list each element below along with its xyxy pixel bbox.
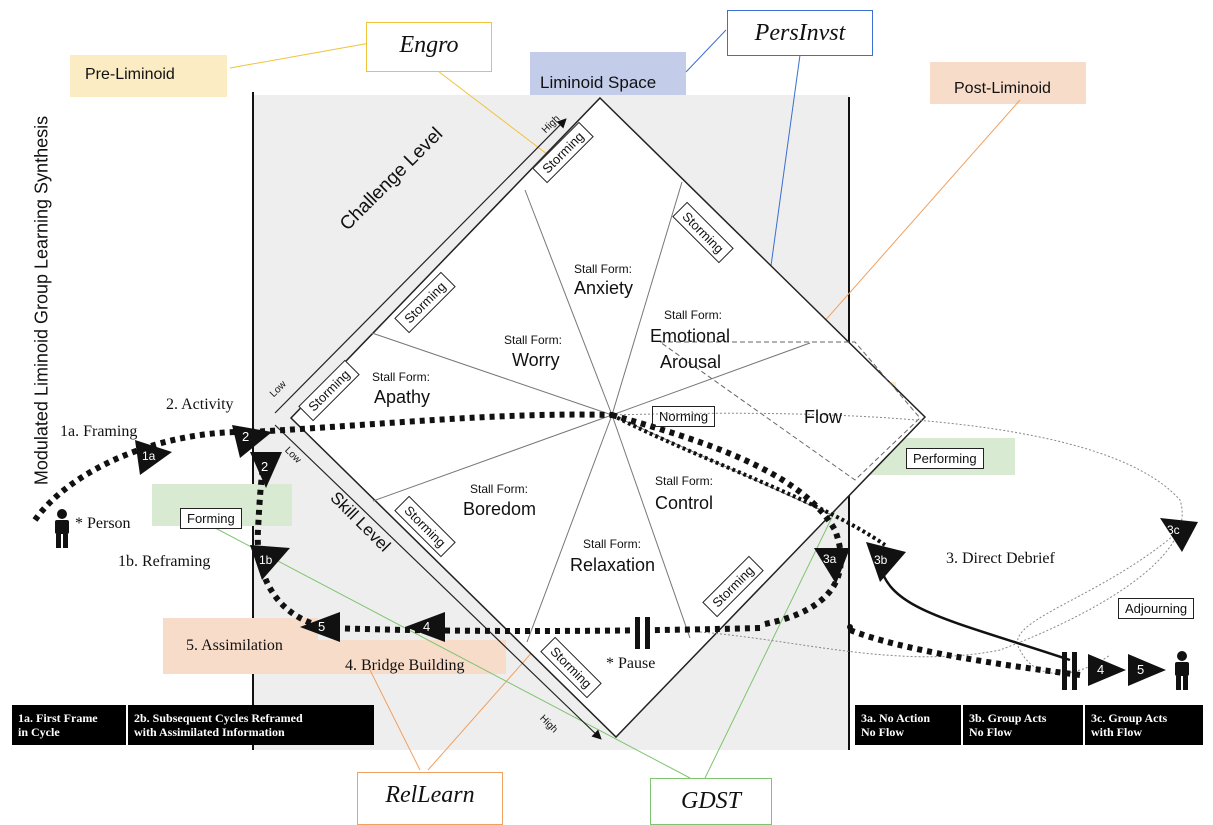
- diamond-spokes: [371, 181, 833, 643]
- rellearn-connector: [369, 669, 421, 771]
- bridge-highlight: [318, 640, 506, 674]
- footer-group-flow-line1: 3c. Group Acts: [1091, 711, 1168, 725]
- marker-3b-text: 3b: [874, 553, 888, 567]
- marker-3c-text: 3c: [1167, 523, 1180, 537]
- debrief-curve-outer: [611, 412, 1183, 658]
- boredom-prefix: Stall Form:: [470, 482, 529, 496]
- skill-axis: [274, 424, 602, 740]
- flow-label: Flow: [804, 407, 843, 427]
- marker-5-right: [1128, 654, 1166, 686]
- framing-label: 1a. Framing: [60, 423, 138, 440]
- marker-2-lower: [250, 452, 282, 488]
- post-liminoid-highlight: [930, 62, 1086, 104]
- marker-1a-text: 1a: [142, 449, 156, 463]
- apathy-label: Apathy: [374, 387, 431, 407]
- gdst-tag: GDST: [650, 778, 772, 825]
- anxiety-label: Anxiety: [574, 278, 634, 298]
- worry-prefix: Stall Form:: [504, 333, 563, 347]
- footer-no-action: 3a. No Action No Flow: [855, 705, 961, 745]
- relaxation-prefix: Stall Form:: [583, 537, 642, 551]
- footer-no-action-line1: 3a. No Action: [861, 711, 930, 725]
- marker-2-top-text: 2: [242, 429, 250, 444]
- marker-5: [300, 612, 340, 642]
- footer-subsequent-cycles: 2b. Subsequent Cycles Reframed with Assi…: [128, 705, 374, 745]
- center-dot: [609, 412, 615, 418]
- relaxation-label: Relaxation: [570, 555, 656, 575]
- marker-1b: [250, 545, 290, 580]
- flow-diamond: [289, 96, 927, 739]
- marker-4-right-text: 4: [1097, 662, 1105, 677]
- debrief-curve-inner: [1017, 529, 1181, 674]
- liminoid-space-highlight: [530, 52, 686, 95]
- assimilation-label: 5. Assimilation: [186, 637, 283, 654]
- footer-subsequent-line2: with Assimilated Information: [134, 725, 285, 739]
- marker-4-text: 4: [423, 619, 431, 634]
- arousal-label: Arousal: [660, 352, 722, 372]
- footer-no-action-line2: No Flow: [861, 725, 904, 739]
- gdst-connector-2: [704, 469, 856, 779]
- pause-label: * Pause: [606, 655, 656, 672]
- anxiety-prefix: Stall Form:: [574, 262, 633, 276]
- footer-group-flow: 3c. Group Acts with Flow: [1085, 705, 1203, 745]
- engro-connector: [229, 42, 371, 69]
- marker-1a: [135, 440, 172, 475]
- cycle-paths: [32, 411, 1081, 678]
- footer-group-no-flow-line2: No Flow: [969, 725, 1012, 739]
- marker-2-lower-text: 2: [261, 459, 269, 474]
- emotional-label: Emotional: [650, 326, 731, 346]
- adjourning-box: Adjourning: [1118, 598, 1195, 619]
- side-title: Modulated Liminoid Group Learning Synthe…: [31, 115, 52, 486]
- footer-group-no-flow: 3b. Group Acts No Flow: [963, 705, 1083, 745]
- footer-group-flow-line2: with Flow: [1091, 725, 1142, 739]
- norming-box: Norming: [652, 406, 716, 427]
- marker-3c: [1160, 518, 1198, 552]
- footer-first-frame: 1a. First Frame in Cycle: [12, 705, 126, 745]
- rellearn-tag: RelLearn: [357, 772, 503, 825]
- footer-subsequent-line1: 2b. Subsequent Cycles Reframed: [134, 711, 303, 725]
- marker-3a-text: 3a: [823, 552, 837, 566]
- bridge-label: 4. Bridge Building: [345, 657, 465, 674]
- marker-2-top: [232, 425, 272, 458]
- person-icon-right: [1175, 651, 1189, 690]
- challenge-axis: [274, 118, 567, 414]
- flow-region: [658, 341, 921, 481]
- apathy-prefix: Stall Form:: [372, 370, 431, 384]
- marker-3b: [866, 542, 906, 582]
- person-icon: [55, 509, 69, 548]
- emotional-prefix: Stall Form:: [664, 308, 723, 322]
- liminoid-connector: [685, 29, 727, 73]
- marker-3a: [814, 548, 850, 584]
- gdst-connector: [199, 519, 691, 779]
- marker-5-text: 5: [318, 619, 326, 634]
- pause-bars: [635, 617, 1077, 690]
- debrief-label: 3. Direct Debrief: [946, 550, 1055, 567]
- step-markers: [135, 425, 1198, 686]
- post-liminoid-label: Post-Liminoid: [954, 80, 1051, 97]
- footer-first-frame-line2: in Cycle: [18, 725, 60, 739]
- footer-first-frame-line1: 1a. First Frame: [18, 711, 98, 725]
- pre-liminoid-label: Pre-Liminoid: [85, 66, 175, 83]
- liminoid-space-label: Liminoid Space: [540, 73, 657, 92]
- marker-5-right-text: 5: [1137, 662, 1145, 677]
- assimilation-highlight: [163, 618, 318, 674]
- marker-4: [405, 612, 445, 642]
- marker-4-right: [1088, 654, 1126, 686]
- worry-label: Worry: [512, 350, 560, 370]
- forming-box: Forming: [180, 508, 242, 529]
- person-label: * Person: [75, 515, 131, 532]
- junction-dot: [847, 624, 853, 630]
- reframing-label: 1b. Reframing: [118, 553, 211, 570]
- persinvst-tag: PersInvst: [727, 10, 873, 56]
- performing-box: Performing: [906, 448, 984, 469]
- engro-tag: Engro: [366, 22, 492, 72]
- pre-liminoid-highlight: [70, 55, 227, 97]
- activity-label: 2. Activity: [166, 396, 234, 413]
- control-prefix: Stall Form:: [655, 474, 714, 488]
- panel-left-border: [252, 92, 254, 750]
- footer-group-no-flow-line1: 3b. Group Acts: [969, 711, 1047, 725]
- boredom-label: Boredom: [463, 499, 537, 519]
- marker-1b-text: 1b: [259, 553, 273, 567]
- control-label: Control: [655, 493, 714, 513]
